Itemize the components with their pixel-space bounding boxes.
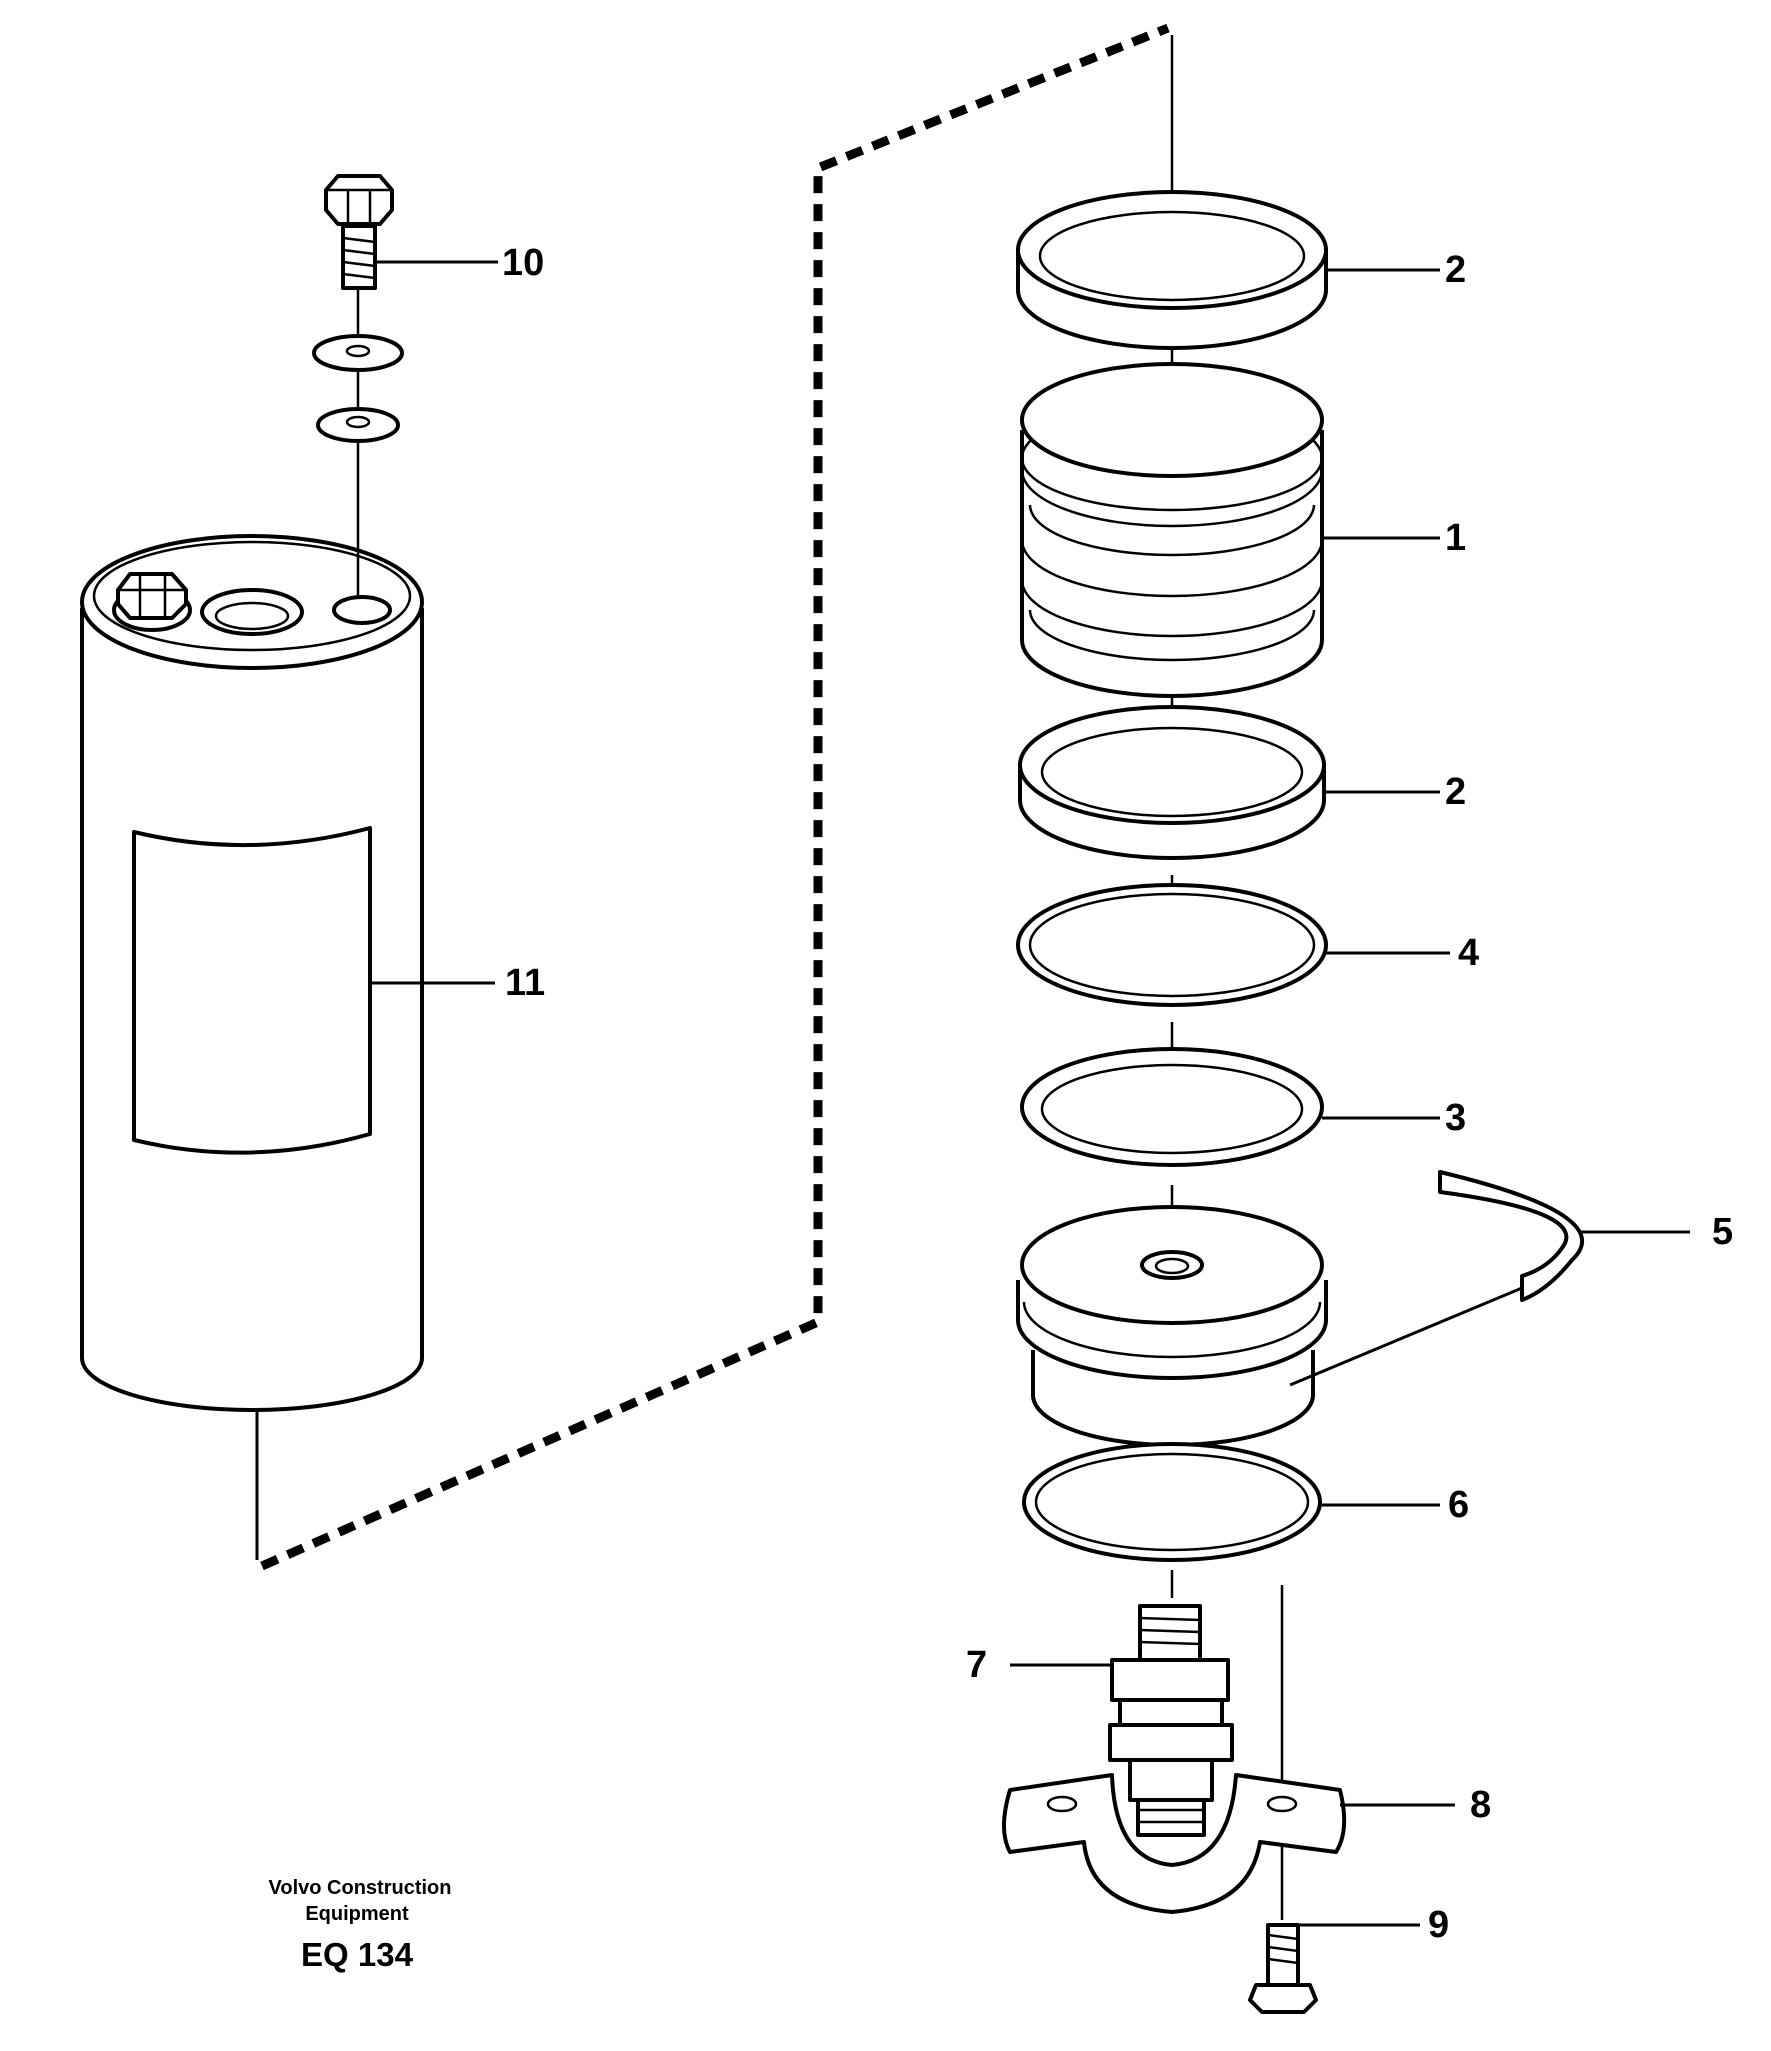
hex-plug <box>112 572 192 632</box>
callout-labels: 10 11 2 1 2 4 3 5 6 7 8 9 <box>502 242 1733 1946</box>
piston-stack-assembly <box>1002 35 1585 2014</box>
o-ring-6 <box>1022 1442 1322 1562</box>
callout-3: 3 <box>1445 1097 1466 1139</box>
washer-upper <box>312 334 404 372</box>
footer: Volvo Construction Equipment EQ 134 <box>269 1877 452 1973</box>
callout-8: 8 <box>1470 1784 1491 1826</box>
company-line-2: Equipment <box>305 1903 409 1925</box>
callout-2-mid: 2 <box>1445 771 1466 813</box>
callout-10: 10 <box>502 242 544 284</box>
backup-ring-3 <box>1020 1047 1324 1167</box>
filter-cartridge <box>80 534 424 1412</box>
bolt-9 <box>1248 1923 1318 2014</box>
washer-lower <box>316 407 400 443</box>
o-ring-4 <box>1016 883 1328 1007</box>
piston <box>1020 362 1324 698</box>
company-line-1: Volvo Construction <box>269 1877 452 1899</box>
clamp-8 <box>1002 1773 1347 1914</box>
ring-2-top <box>1016 190 1328 350</box>
figure-code: EQ 134 <box>301 1936 414 1973</box>
fitting-7 <box>1108 1604 1234 1837</box>
assembly-reference-dashes <box>260 23 1170 1571</box>
callout-2-top: 2 <box>1445 249 1466 291</box>
callout-7: 7 <box>966 1644 987 1686</box>
hex-bolt-top <box>324 174 394 290</box>
callout-6: 6 <box>1448 1484 1469 1526</box>
piston-base <box>1016 1205 1328 1447</box>
filter-cartridge-assembly <box>80 174 424 1560</box>
split-ring-5 <box>1438 1170 1585 1302</box>
callout-1: 1 <box>1445 517 1466 559</box>
callout-5: 5 <box>1712 1211 1733 1253</box>
callout-11: 11 <box>505 962 545 1004</box>
callout-4: 4 <box>1458 932 1479 974</box>
ring-2-mid <box>1018 705 1326 860</box>
callout-9: 9 <box>1428 1904 1449 1946</box>
leader-lines <box>370 260 1690 1927</box>
